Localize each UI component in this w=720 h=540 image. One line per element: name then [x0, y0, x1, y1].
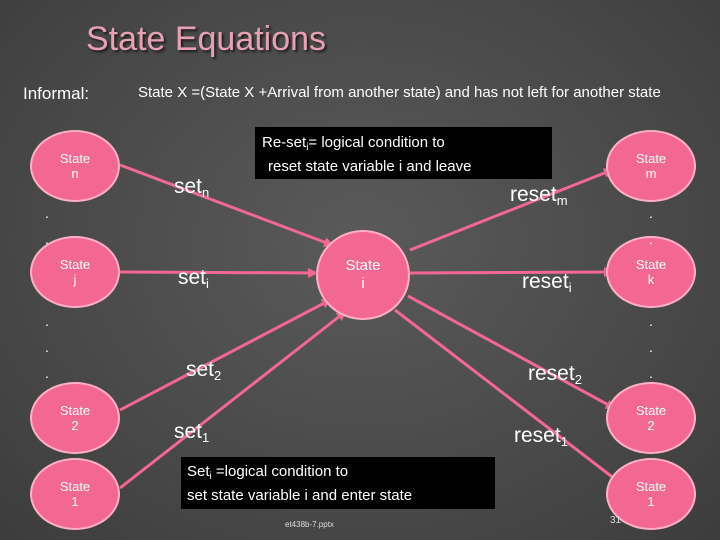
label-reset-m: resetm [510, 183, 568, 208]
label-set-i: seti [178, 266, 209, 291]
arrow-set-n [119, 163, 334, 247]
ellipsis-left-top: .. [45, 205, 49, 247]
state-node-1-left: State 1 [30, 458, 120, 530]
label-sub: i [568, 280, 572, 295]
center-state-index: i [361, 275, 365, 292]
ellipsis-right-mid: ... [649, 313, 653, 381]
state-node-i-center: State i [316, 230, 410, 320]
label-base: reset [510, 183, 557, 206]
label-sub: 1 [202, 430, 210, 445]
label-reset-2: reset2 [528, 362, 582, 387]
state-node-index: j [73, 272, 77, 287]
label-base: set [186, 358, 215, 381]
ellipsis-right-top: .. [649, 205, 653, 247]
state-node-j: State j [30, 236, 120, 308]
page-number: 31 [610, 515, 622, 526]
label-base: set [174, 420, 203, 443]
reset-definition-line2: reset state variable i and leave [268, 158, 472, 175]
state-node-index: 2 [71, 418, 79, 433]
label-base: reset [522, 270, 569, 293]
state-node-2-left: State 2 [30, 382, 120, 454]
label-sub: i [206, 276, 209, 291]
set-definition-line1: Seti =logical condition to [187, 462, 495, 486]
label-set-2: set2 [186, 358, 221, 383]
state-node-label: State [635, 257, 667, 272]
label-sub: m [556, 193, 568, 208]
label-base: reset [528, 362, 575, 385]
slide-title: State Equations [86, 20, 327, 58]
label-set-1: set1 [174, 420, 209, 445]
label-reset-i: reseti [522, 270, 572, 295]
reset-definition-box: Re-seti= logical condition to reset stat… [255, 127, 552, 179]
ellipsis-left-mid: ... [45, 313, 49, 381]
label-base: set [178, 266, 207, 289]
label-sub: 2 [574, 372, 582, 387]
state-node-2-right: State 2 [606, 382, 696, 454]
reset-suffix: = logical condition to [308, 134, 445, 151]
arrow-reset-i [409, 267, 614, 278]
state-node-index: m [645, 166, 657, 181]
state-node-label: State [635, 403, 667, 418]
state-node-m: State m [606, 130, 696, 202]
center-state-label: State [345, 257, 381, 274]
state-node-n: State n [30, 130, 120, 202]
label-sub: n [202, 185, 210, 200]
reset-sub: i [306, 142, 309, 153]
set-definition-box: Seti =logical condition to set state var… [181, 457, 495, 509]
state-node-label: State [635, 479, 667, 494]
state-node-label: State [59, 257, 91, 272]
set-suffix: =logical condition to [211, 463, 349, 480]
state-node-label: State [59, 403, 91, 418]
state-node-index: 1 [71, 494, 79, 509]
state-node-index: 1 [647, 494, 655, 509]
state-node-1-right: State 1 [606, 458, 696, 530]
arrow-reset-1 [394, 308, 626, 488]
arrow-reset-2 [407, 294, 616, 410]
footer-filename: et438b-7.pptx [285, 520, 334, 529]
state-node-index: 2 [647, 418, 655, 433]
set-sub: i [209, 471, 212, 482]
arrow-set-2 [119, 298, 332, 412]
state-node-label: State [59, 151, 91, 166]
label-sub: 2 [214, 368, 222, 383]
arrow-set-i [119, 267, 318, 278]
label-set-n: setn [174, 175, 209, 200]
state-node-index: k [647, 272, 655, 287]
state-node-label: State [635, 151, 667, 166]
state-node-k: State k [606, 236, 696, 308]
informal-label: Informal: [23, 84, 90, 103]
set-prefix: Set [187, 463, 210, 480]
label-sub: 1 [560, 434, 568, 449]
reset-definition-line1: Re-seti= logical condition to [262, 133, 552, 157]
label-base: set [174, 175, 203, 198]
arrow-set-1 [119, 310, 347, 490]
label-base: reset [514, 424, 561, 447]
state-node-index: n [71, 166, 79, 181]
informal-statement: State X =(State X +Arrival from another … [138, 84, 661, 101]
arrow-reset-m [409, 168, 614, 252]
label-reset-1: reset1 [514, 424, 568, 449]
state-node-label: State [59, 479, 91, 494]
reset-prefix: Re-set [262, 134, 307, 151]
set-definition-line2: set state variable i and enter state [187, 487, 413, 504]
